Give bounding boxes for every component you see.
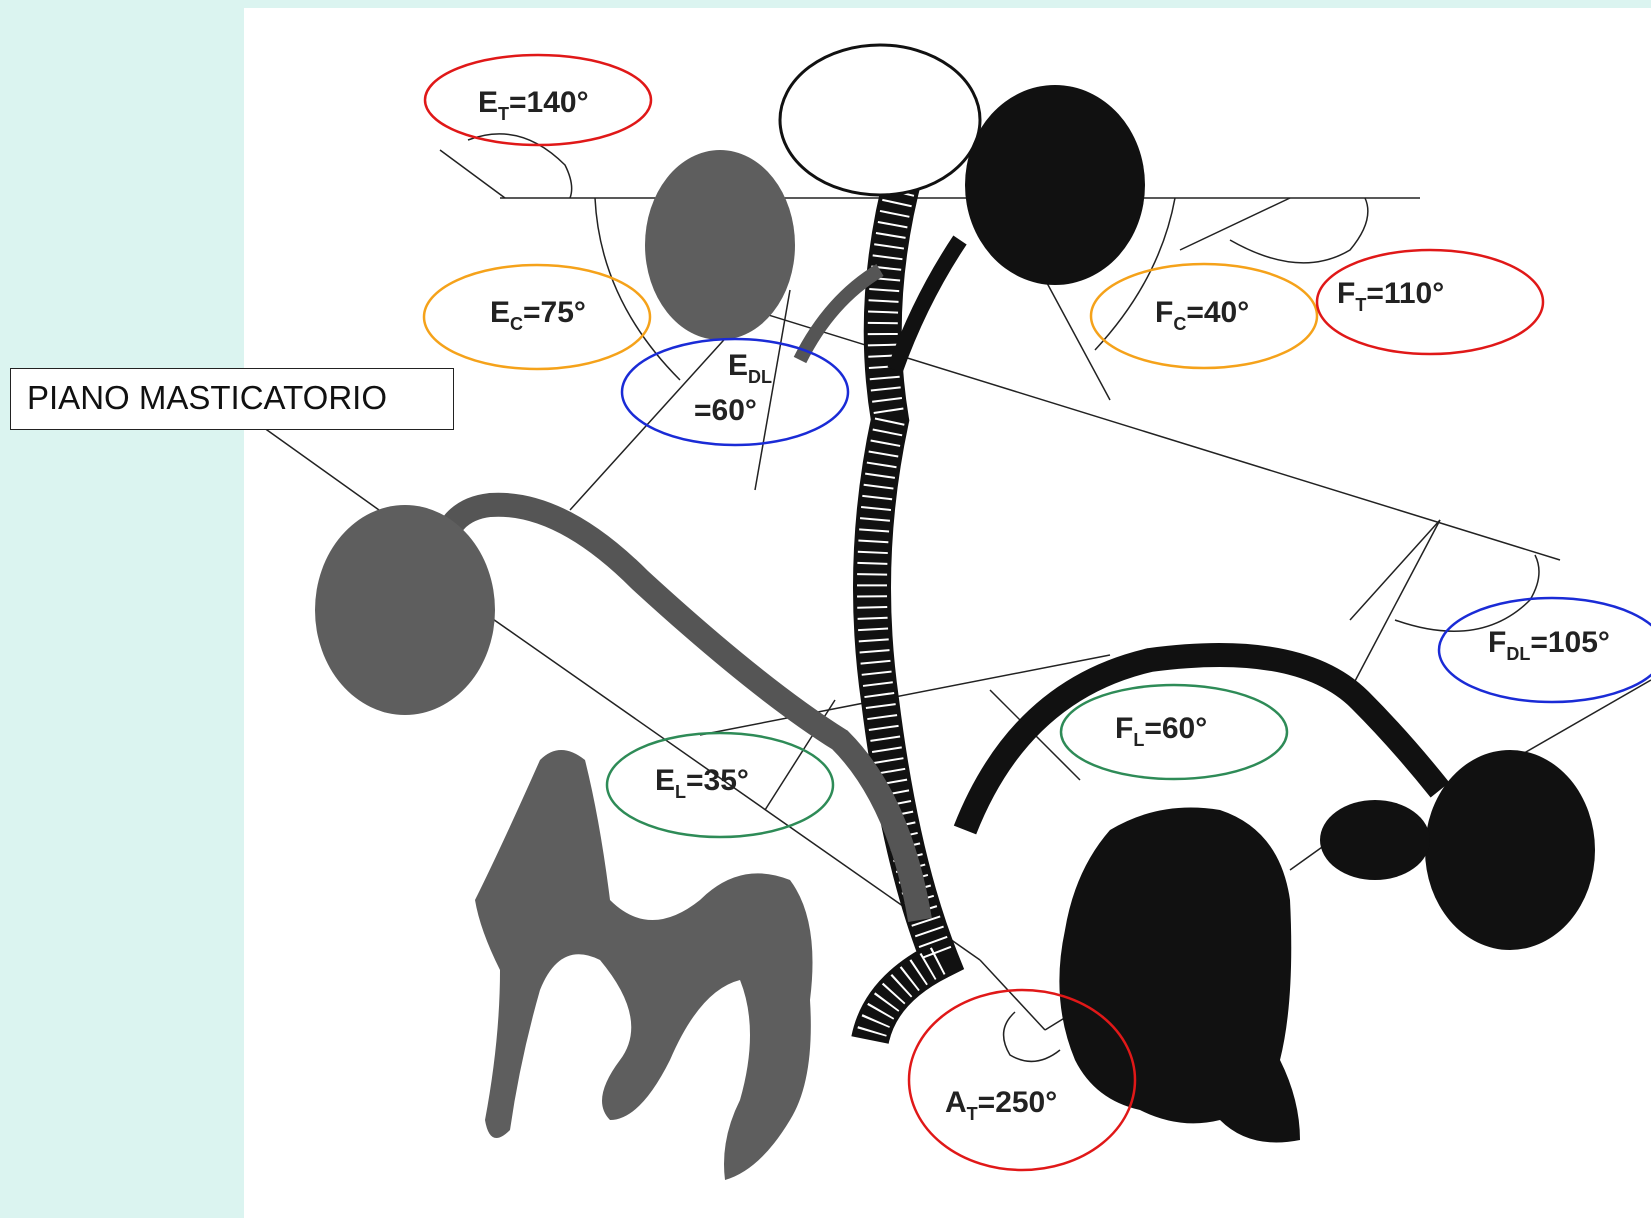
f-c-subscript: C xyxy=(1173,314,1186,334)
long-diagonal-line xyxy=(720,300,1560,560)
f-dl-value: =105° xyxy=(1530,626,1610,659)
e-c-symbol: E xyxy=(490,296,510,329)
e-dl-label: EDL xyxy=(728,349,772,387)
f-c-label: FC=40° xyxy=(1155,296,1249,334)
piano-masticatorio-callout: PIANO MASTICATORIO xyxy=(10,368,454,430)
e-dl-subscript: DL xyxy=(748,367,772,387)
e-c-value: =75° xyxy=(523,296,586,329)
f-l-subscript: L xyxy=(1133,730,1144,750)
f-dl-label: FDL=105° xyxy=(1488,626,1610,664)
f-dl-symbol: F xyxy=(1488,626,1506,659)
e-dl-value: =60° xyxy=(694,394,757,427)
e-dl-symbol: E xyxy=(728,349,748,382)
top-right-dark-head xyxy=(965,85,1145,285)
f-dl-arc xyxy=(1395,555,1539,631)
a-t-symbol: A xyxy=(945,1086,967,1119)
e-l-value: =35° xyxy=(686,764,749,797)
a-t-arc xyxy=(1004,1012,1060,1061)
f-l-label: FL=60° xyxy=(1115,712,1207,750)
right-dark-head-chin xyxy=(1320,800,1430,880)
f-l-value: =60° xyxy=(1144,712,1207,745)
e-c-label: EC=75° xyxy=(490,296,586,334)
e-l-label: EL=35° xyxy=(655,764,749,802)
black-crouched-figure xyxy=(1059,808,1300,1143)
e-t-symbol: E xyxy=(478,86,498,119)
e-c-subscript: C xyxy=(510,314,523,334)
f-t-value: =110° xyxy=(1366,277,1444,310)
f-dl-subscript: DL xyxy=(1506,644,1530,664)
top-center-head-outline xyxy=(780,45,980,195)
grey-backbend-figure xyxy=(475,750,813,1180)
e-t-label: ET=140° xyxy=(478,86,589,124)
e-l-subscript: L xyxy=(675,782,686,802)
extension-head-line xyxy=(440,150,505,198)
e-t-value: =140° xyxy=(509,86,589,119)
a-t-label: AT=250° xyxy=(945,1086,1057,1124)
f-t-subscript: T xyxy=(1355,295,1366,315)
f-t-label: FT=110° xyxy=(1337,277,1444,315)
f-c-symbol: F xyxy=(1155,296,1173,329)
a-t-value: =250° xyxy=(978,1086,1058,1119)
e-l-symbol: E xyxy=(655,764,675,797)
a-t-subscript: T xyxy=(967,1104,978,1124)
top-left-grey-head xyxy=(645,150,795,340)
f-l-symbol: F xyxy=(1115,712,1133,745)
left-grey-head xyxy=(315,505,495,715)
f-t-symbol: F xyxy=(1337,277,1355,310)
f-c-value: =40° xyxy=(1186,296,1249,329)
right-dark-head xyxy=(1425,750,1595,950)
e-t-subscript: T xyxy=(498,104,509,124)
f-t-arc xyxy=(1230,198,1368,263)
